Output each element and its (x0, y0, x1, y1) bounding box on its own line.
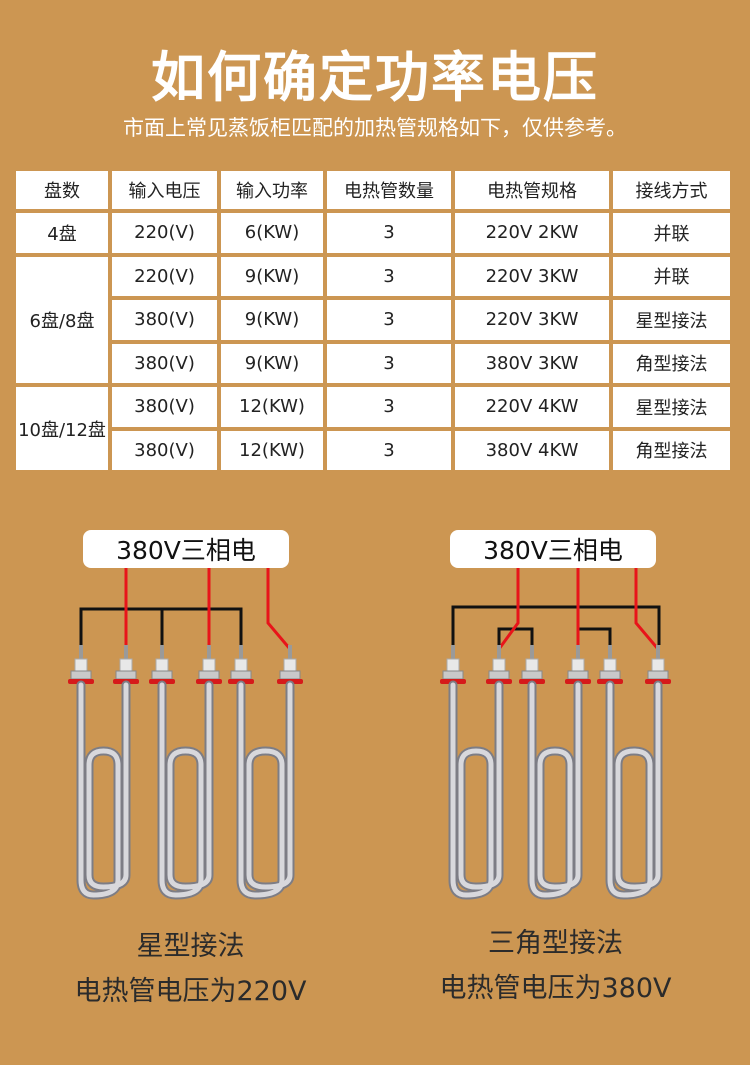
table-cell-spec: 220V 2KW (455, 213, 609, 253)
table-cell-spec: 220V 3KW (455, 256, 609, 296)
heating-tube-icon (440, 645, 512, 900)
table-cell-wiring: 星型接法 (613, 387, 730, 427)
table-cell-voltage: 220(V) (112, 213, 217, 253)
star-wiring-svg (68, 568, 303, 900)
table-cell-wiring: 并联 (613, 256, 730, 296)
table-cell-voltage: 380(V) (112, 343, 217, 383)
heating-tube-icon (228, 645, 303, 900)
table-cell-power: 12(KW) (221, 430, 323, 470)
table-cell-wiring: 角型接法 (613, 343, 730, 383)
live-wires (497, 568, 660, 650)
page-title: 如何确定功率电压 (151, 46, 599, 109)
delta-wiring-svg (440, 568, 671, 900)
column-header: 电热管规格 (455, 171, 609, 209)
table-cell-power: 9(KW) (221, 343, 323, 383)
live-wires (124, 568, 292, 650)
table-cell-count: 3 (327, 430, 451, 470)
column-header: 盘数 (16, 171, 108, 209)
table-cell-power: 12(KW) (221, 387, 323, 427)
supply-label: 380V三相电 (83, 530, 289, 568)
neutral-wires (79, 607, 243, 645)
tray-count-cell: 4盘 (16, 213, 108, 253)
table-cell-spec: 380V 3KW (455, 343, 609, 383)
heating-tube-icon (149, 645, 222, 900)
star-voltage-note: 电热管电压为220V (74, 976, 307, 1007)
delta-wiring-diagram: 380V三相电 (375, 525, 750, 915)
neutral-wires (451, 605, 661, 645)
table-cell-voltage: 380(V) (112, 300, 217, 340)
table-cell-spec: 220V 3KW (455, 300, 609, 340)
table-cell-wiring: 角型接法 (613, 430, 730, 470)
table-cell-spec: 380V 4KW (455, 430, 609, 470)
delta-voltage-note: 电热管电压为380V (439, 973, 672, 1004)
table-cell-voltage: 380(V) (112, 430, 217, 470)
star-method-caption: 星型接法 (136, 931, 245, 962)
table-cell-wiring: 星型接法 (613, 300, 730, 340)
column-header: 输入功率 (221, 171, 323, 209)
heating-tube-icon (519, 645, 591, 900)
heating-tube-icon (68, 645, 139, 900)
table-cell-count: 3 (327, 256, 451, 296)
table-cell-count: 3 (327, 343, 451, 383)
column-header: 接线方式 (613, 171, 730, 209)
table-cell-voltage: 220(V) (112, 256, 217, 296)
table-cell-power: 9(KW) (221, 300, 323, 340)
table-cell-power: 9(KW) (221, 256, 323, 296)
delta-method-caption: 三角型接法 (488, 928, 623, 959)
supply-label: 380V三相电 (450, 530, 656, 568)
tray-count-cell: 6盘/8盘 (16, 256, 108, 383)
star-wiring-diagram: 380V三相电 (0, 525, 375, 915)
table-cell-count: 3 (327, 387, 451, 427)
table-cell-spec: 220V 4KW (455, 387, 609, 427)
tray-count-cell: 10盘/12盘 (16, 387, 108, 470)
table-cell-count: 3 (327, 213, 451, 253)
heating-tube-icon (597, 645, 671, 900)
column-header: 电热管数量 (327, 171, 451, 209)
page-subtitle: 市面上常见蒸饭柜匹配的加热管规格如下，仅供参考。 (123, 116, 627, 140)
table-cell-count: 3 (327, 300, 451, 340)
table-cell-power: 6(KW) (221, 213, 323, 253)
column-header: 输入电压 (112, 171, 217, 209)
table-cell-voltage: 380(V) (112, 387, 217, 427)
table-cell-wiring: 并联 (613, 213, 730, 253)
